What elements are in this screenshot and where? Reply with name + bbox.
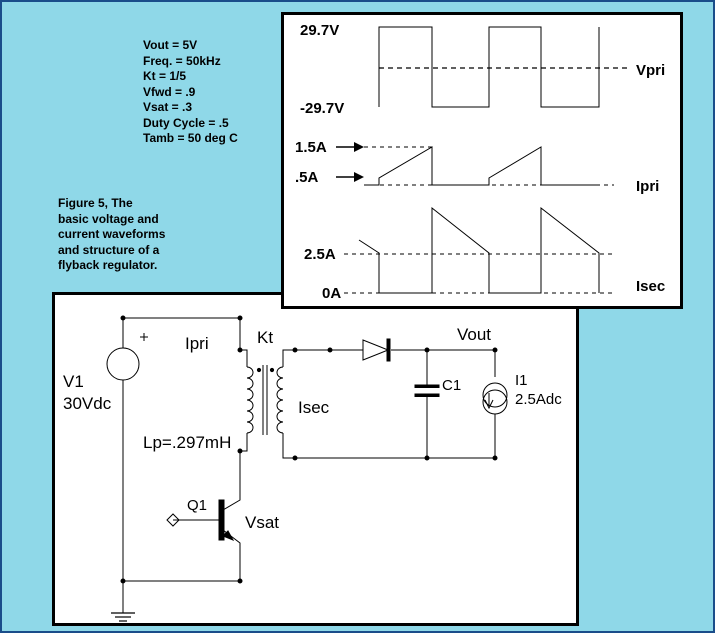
ipri-name-label: Ipri: [636, 178, 659, 195]
param-line: Kt = 1/5: [143, 69, 187, 83]
ipri-low-label: .5A: [295, 169, 319, 186]
param-line: Vsat = .3: [143, 100, 193, 114]
vpri-bottom-label: -29.7V: [300, 100, 344, 117]
figure-caption: Figure 5, The basic voltage and current …: [58, 196, 165, 274]
isec-name-label: Isec: [636, 278, 665, 295]
parameter-list: Vout = 5V Freq. = 50kHz Kt = 1/5 Vfwd = …: [143, 38, 238, 147]
param-line: Duty Cycle = .5: [143, 115, 229, 130]
ipri-high-label: 1.5A: [295, 139, 327, 156]
param-line: Freq. = 50kHz: [143, 53, 221, 68]
isec-waveform: [358, 206, 600, 294]
q1-label: Q1: [187, 497, 207, 514]
param-line: Vfwd = .9: [143, 84, 196, 99]
vsat-label: Vsat: [245, 513, 279, 532]
vpri-top-label: 29.7V: [300, 22, 339, 39]
waveform-diagram: 29.7V -29.7V Vpri 1.5A .5A Ipri 2.5A 0A …: [295, 22, 665, 302]
param-line: Tamb = 50 deg C: [143, 131, 238, 145]
caption-line: flyback regulator.: [58, 258, 158, 272]
v1-value-label: 30Vdc: [63, 394, 112, 413]
schematic-diagram: Ipri Kt Vout V1 30Vdc Isec C1 I1 2.5Adc …: [63, 315, 562, 622]
kt-label: Kt: [257, 328, 273, 347]
i1-name-label: I1: [515, 372, 528, 389]
caption-line: basic voltage and: [58, 211, 159, 226]
isec-label: Isec: [298, 398, 330, 417]
caption-line: current waveforms: [58, 227, 166, 241]
waveform-panel: 29.7V -29.7V Vpri 1.5A .5A Ipri 2.5A 0A …: [281, 12, 683, 309]
isec-high-label: 2.5A: [304, 246, 336, 263]
vout-label: Vout: [457, 325, 491, 344]
schematic-panel: Ipri Kt Vout V1 30Vdc Isec C1 I1 2.5Adc …: [52, 292, 579, 626]
i1-value-label: 2.5Adc: [515, 391, 562, 408]
vpri-name-label: Vpri: [636, 62, 665, 79]
c1-label: C1: [442, 377, 461, 394]
vpri-waveform: [378, 26, 600, 108]
caption-line: and structure of a: [58, 242, 160, 257]
caption-line: Figure 5, The: [58, 196, 133, 210]
lp-label: Lp=.297mH: [143, 433, 231, 452]
isec-low-label: 0A: [322, 285, 341, 302]
v1-name-label: V1: [63, 372, 84, 391]
ipri-label: Ipri: [185, 334, 209, 353]
ipri-waveform: [364, 146, 599, 186]
param-line: Vout = 5V: [143, 38, 198, 52]
